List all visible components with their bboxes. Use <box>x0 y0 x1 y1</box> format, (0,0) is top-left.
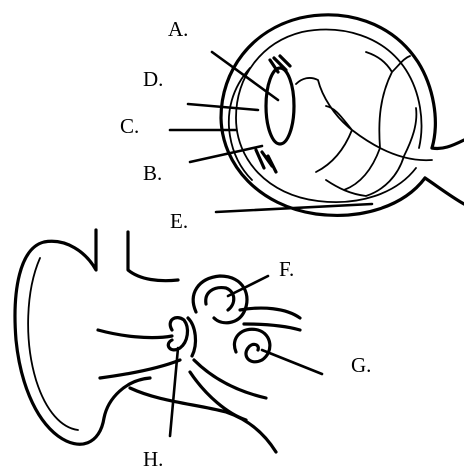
semicircular-canals <box>193 276 247 323</box>
ear-illustration <box>15 230 322 452</box>
head-outline <box>130 388 276 452</box>
lens <box>266 68 294 144</box>
label-b: B. <box>143 161 162 185</box>
label-f: F. <box>279 257 294 281</box>
leader-e <box>216 204 372 212</box>
eardrum <box>188 318 195 356</box>
eye-sclera <box>221 15 435 215</box>
optic-nerve-lower <box>425 178 464 204</box>
ear-pinna-inner <box>28 258 78 430</box>
label-e: E. <box>170 209 188 233</box>
eye-illustration <box>170 15 464 215</box>
ear-canal-upper <box>98 330 172 338</box>
ossicles <box>168 318 187 350</box>
label-g: G. <box>351 353 371 377</box>
iris-lower <box>256 150 276 172</box>
auditory-nerve <box>240 308 300 330</box>
leader-a <box>212 52 278 100</box>
label-d: D. <box>143 67 163 91</box>
label-a: A. <box>168 17 188 41</box>
ear-canal-lower <box>100 360 180 378</box>
optic-nerve <box>432 140 464 149</box>
ear-helix-top <box>128 232 178 281</box>
label-c: C. <box>120 114 139 138</box>
cochlea <box>234 329 269 362</box>
label-h: H. <box>143 447 163 470</box>
leader-g <box>262 350 322 374</box>
